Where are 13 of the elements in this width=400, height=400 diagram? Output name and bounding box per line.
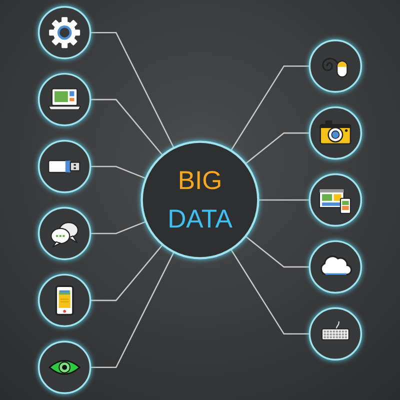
connector [245,132,310,164]
connector [90,98,164,156]
connector [90,32,174,148]
hub-node: BIG DATA [140,140,260,260]
connector [258,199,310,201]
connector [230,65,310,152]
icon-node [308,39,362,93]
connector [90,166,146,180]
connector [90,244,164,302]
connector [230,248,310,335]
connector [90,252,174,368]
connector [90,220,146,234]
connector [245,236,310,268]
